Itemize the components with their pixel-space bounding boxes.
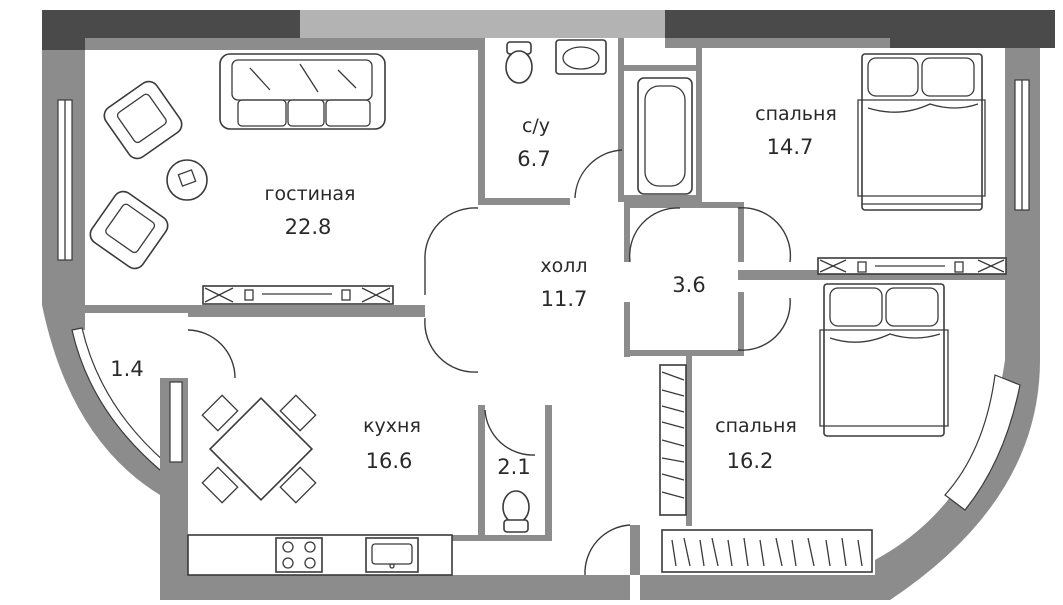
hall-label: холл: [540, 255, 587, 277]
tv-unit-icon: [817, 257, 1007, 275]
living-room-area: 22.8: [285, 215, 332, 239]
toilet-icon: [505, 41, 533, 84]
armchair-icon: [89, 190, 169, 270]
armchair-icon: [103, 80, 183, 160]
dining-table-icon: [201, 394, 317, 504]
toilet-area: 2.1: [497, 455, 530, 479]
interior-walls: [85, 38, 1005, 575]
double-bed-icon: [819, 283, 949, 437]
living-room-label: гостиная: [265, 183, 356, 205]
cooktop-icon: [275, 537, 323, 573]
sofa-icon: [219, 53, 386, 130]
bathroom-label: с/у: [522, 115, 550, 137]
double-bed-icon: [857, 53, 986, 211]
tv-unit-icon: [202, 285, 394, 305]
storage-area: 3.6: [672, 273, 705, 297]
hall-area: 11.7: [541, 287, 588, 311]
room-labels: гостиная 22.8 с/у 6.7 спальня 14.7 холл …: [110, 103, 837, 479]
window-icon: [169, 381, 183, 463]
bedroom2-label: спальня: [715, 415, 797, 437]
sink-icon: [365, 537, 419, 573]
kitchen-label: кухня: [363, 415, 421, 437]
door-swing-icon: [187, 149, 792, 576]
bathtub-icon: [637, 77, 693, 195]
bedroom2-area: 16.2: [727, 449, 774, 473]
wardrobe-icon: [659, 364, 687, 516]
bedroom1-label: спальня: [755, 103, 837, 125]
sink-icon: [555, 39, 607, 75]
kitchen-area: 16.6: [366, 449, 413, 473]
wardrobe-icon: [661, 529, 873, 573]
balcony-area: 1.4: [110, 357, 143, 381]
bedroom1-area: 14.7: [767, 135, 814, 159]
outer-walls: [42, 10, 1055, 600]
coffee-table-icon: [166, 159, 208, 201]
bathroom-area: 6.7: [517, 147, 550, 171]
toilet-icon: [502, 490, 530, 533]
